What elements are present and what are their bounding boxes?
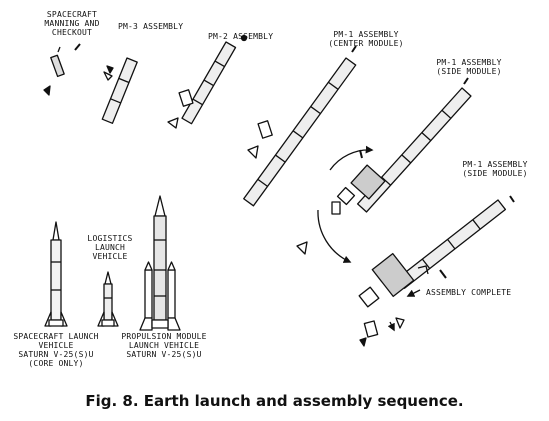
- assembly-complete-label: ASSEMBLY COMPLETE: [426, 288, 511, 297]
- manning-checkout-spacecraft: [43, 43, 81, 96]
- spacecraft-lv-line-2: VEHICLE: [38, 341, 74, 350]
- pm1-side-a-line-2: (SIDE MODULE): [436, 67, 502, 76]
- manning-line-3: CHECKOUT: [51, 28, 93, 37]
- pm3-assembly-stack: [101, 57, 138, 124]
- assembly-complete-line-1: ASSEMBLY COMPLETE: [426, 288, 512, 297]
- logistics-line-2: LAUNCH: [94, 243, 126, 252]
- figure-caption: Fig. 8. Earth launch and assembly sequen…: [85, 392, 464, 410]
- propulsion-lv-line-2: LAUNCH VEHICLE: [128, 341, 200, 350]
- pm1-side-module-b-stack: [358, 195, 515, 347]
- pm1-center-module-stack: [243, 45, 357, 207]
- propulsion-lv-label: PROPULSION MODULE LAUNCH VEHICLE SATURN …: [112, 332, 216, 359]
- pm1-side-a-line-1: PM-1 ASSEMBLY: [436, 58, 502, 67]
- logistics-label: LOGISTICS LAUNCH VEHICLE: [80, 234, 140, 261]
- manning-line-2: MANNING AND: [44, 19, 100, 28]
- pm2-line-1: PM-2 ASSEMBLY: [208, 32, 274, 41]
- propulsion-lv-line-1: PROPULSION MODULE: [121, 332, 207, 341]
- manning-line-1: SPACECRAFT: [46, 10, 98, 19]
- pm1-side-b-line-1: PM-1 ASSEMBLY: [462, 160, 528, 169]
- pm1-side-module-a-stack: [296, 77, 472, 263]
- manning-checkout-label: SPACECRAFT MANNING AND CHECKOUT: [32, 10, 112, 37]
- spacecraft-lv-line-3: SATURN V-25(S)U: [18, 350, 94, 359]
- pm2-assembly-label: PM-2 ASSEMBLY: [208, 32, 273, 41]
- spacecraft-lv-label: SPACECRAFT LAUNCH VEHICLE SATURN V-25(S)…: [0, 332, 112, 368]
- logistics-line-1: LOGISTICS: [87, 234, 133, 243]
- pm1-side-b-label: PM-1 ASSEMBLY (SIDE MODULE): [450, 160, 540, 178]
- propulsion-module-launch-vehicle: [139, 195, 181, 331]
- pm2-assembly-stack: [167, 34, 248, 129]
- pm1-side-b-line-2: (SIDE MODULE): [462, 169, 528, 178]
- pm1-center-label: PM-1 ASSEMBLY (CENTER MODULE): [316, 30, 416, 48]
- logistics-line-3: VEHICLE: [92, 252, 128, 261]
- propulsion-lv-line-3: SATURN V-25(S)U: [126, 350, 202, 359]
- pm1-center-line-2: (CENTER MODULE): [328, 39, 404, 48]
- spacecraft-lv-line-4: (CORE ONLY): [28, 359, 84, 368]
- pm3-assembly-label: PM-3 ASSEMBLY: [118, 22, 183, 31]
- pm3-line-1: PM-3 ASSEMBLY: [118, 22, 184, 31]
- spacecraft-lv-line-1: SPACECRAFT LAUNCH: [13, 332, 99, 341]
- pm1-center-line-1: PM-1 ASSEMBLY: [333, 30, 399, 39]
- spacecraft-launch-vehicle: [44, 221, 68, 327]
- logistics-launch-vehicle: [97, 271, 119, 327]
- pm1-side-a-label: PM-1 ASSEMBLY (SIDE MODULE): [424, 58, 514, 76]
